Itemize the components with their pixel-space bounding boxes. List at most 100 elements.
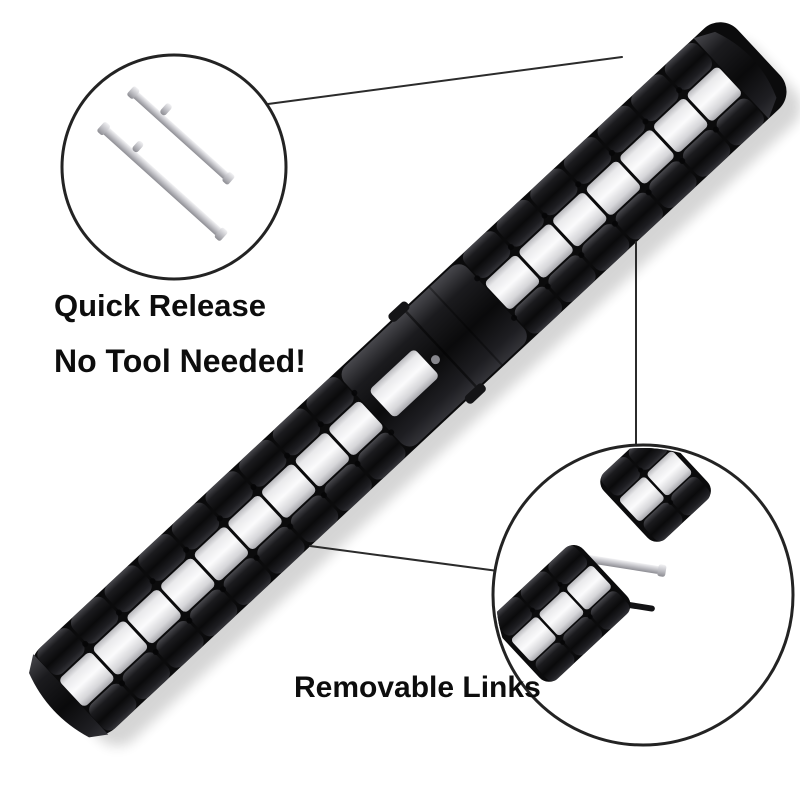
band-link-silver bbox=[567, 565, 611, 610]
link-pin-dot bbox=[575, 181, 582, 188]
spring-bar-long bbox=[102, 127, 223, 236]
link-pin-dot bbox=[317, 421, 324, 428]
quick-release-inset-circle bbox=[60, 53, 288, 281]
band-link-black bbox=[548, 255, 596, 303]
band-link-black bbox=[171, 502, 220, 550]
band-link-black bbox=[530, 168, 578, 216]
band-link-black bbox=[239, 439, 287, 487]
band-end-link bbox=[29, 654, 109, 738]
link-pin-dot bbox=[119, 680, 126, 687]
link-pin-dot bbox=[645, 189, 652, 196]
leader-line-quick-release bbox=[267, 56, 623, 105]
band-link-black bbox=[89, 683, 137, 731]
link-pin-dot bbox=[608, 149, 615, 156]
band-link-black bbox=[628, 448, 668, 470]
clasp-silver-plate bbox=[370, 350, 438, 417]
band-link-black bbox=[615, 192, 663, 240]
link-pin-dot bbox=[642, 118, 649, 125]
link-pin-dot bbox=[638, 467, 643, 473]
removable-links-caption: Removable Links bbox=[294, 671, 541, 704]
band-link-black bbox=[324, 464, 372, 511]
band-link-silver bbox=[161, 558, 215, 612]
link-pin-dot bbox=[284, 452, 291, 459]
band-link-silver bbox=[539, 591, 584, 636]
link-pin-dot bbox=[560, 640, 566, 645]
band-link-black bbox=[122, 652, 170, 700]
link-pin-dot bbox=[149, 578, 156, 585]
link-pin-dot bbox=[679, 157, 686, 164]
band-link-black bbox=[597, 105, 645, 153]
band-link-silver bbox=[519, 224, 573, 278]
band-link-black bbox=[520, 571, 560, 610]
band-link-black bbox=[631, 74, 679, 122]
band-link-black bbox=[290, 495, 339, 543]
clasp-seam bbox=[428, 286, 503, 366]
clasp-seam bbox=[403, 309, 479, 389]
band-link-silver bbox=[485, 255, 540, 309]
watch-band bbox=[29, 22, 800, 747]
band-link-black bbox=[601, 457, 640, 496]
link-pin-dot bbox=[250, 484, 257, 491]
band-link-black bbox=[671, 477, 710, 516]
clasp-side-button bbox=[388, 301, 410, 322]
band-link-black bbox=[682, 129, 731, 177]
link-pin-dot bbox=[287, 523, 294, 530]
band-link-black bbox=[156, 620, 204, 668]
band-link-black bbox=[563, 137, 612, 184]
link-pin-dot bbox=[219, 586, 226, 593]
band-link-black bbox=[514, 286, 562, 334]
band-link-black bbox=[205, 471, 253, 519]
inset-band-segment-lower bbox=[496, 545, 631, 682]
link-pin-dot bbox=[511, 314, 518, 321]
band-link-black bbox=[223, 558, 271, 605]
band-link-black bbox=[272, 408, 320, 456]
band-link-black bbox=[496, 199, 544, 247]
clasp-side-button bbox=[464, 383, 486, 404]
quick-release-caption: Quick Release No Tool Needed! bbox=[54, 290, 306, 377]
band-link-black bbox=[190, 589, 238, 637]
spring-bars-inset bbox=[97, 86, 235, 241]
spring-bars bbox=[97, 86, 235, 241]
band-link-black bbox=[462, 231, 511, 278]
band-link-black bbox=[257, 526, 305, 574]
band-link-black bbox=[582, 224, 630, 271]
link-pin-dot bbox=[216, 515, 223, 522]
band-link-black bbox=[37, 628, 85, 675]
link-pin-dot bbox=[354, 460, 361, 467]
link-pin-dot bbox=[474, 275, 481, 282]
band-link-black bbox=[306, 377, 354, 424]
removable-links-inset-circle bbox=[491, 443, 795, 747]
link-pin-dot bbox=[320, 492, 327, 499]
band-link-silver bbox=[60, 652, 114, 706]
band-link-silver bbox=[619, 477, 664, 521]
link-pin-dot bbox=[152, 649, 159, 656]
band-link-black bbox=[138, 534, 186, 581]
quick-release-caption-line1: Quick Release bbox=[54, 288, 266, 323]
link-pin-dot bbox=[712, 126, 719, 133]
band-link-black bbox=[70, 596, 119, 644]
link-pin-dot bbox=[115, 609, 122, 616]
leader-line-removable-left bbox=[309, 545, 499, 572]
band-link-black bbox=[643, 502, 683, 542]
link-pin-dot bbox=[82, 640, 89, 647]
link-pin-dot bbox=[541, 212, 548, 219]
band-link-black bbox=[590, 591, 630, 630]
removable-links-inset bbox=[496, 448, 711, 682]
spring-bar-short bbox=[132, 91, 230, 180]
link-pin-dot bbox=[578, 252, 585, 259]
link-pin-dot bbox=[253, 554, 260, 561]
band-link-black bbox=[664, 42, 713, 90]
link-pin-dot bbox=[611, 220, 618, 227]
band-link-silver bbox=[586, 161, 641, 215]
link-pin-dot bbox=[676, 87, 683, 94]
band-link-black bbox=[563, 617, 602, 656]
link-pin-dot bbox=[507, 243, 514, 250]
band-link-black bbox=[104, 565, 152, 613]
link-pin-dot bbox=[351, 389, 358, 396]
quick-release-nub bbox=[132, 141, 144, 153]
band-link-black bbox=[358, 432, 406, 480]
band-link-black bbox=[716, 98, 764, 146]
link-pin-dot bbox=[544, 283, 551, 290]
band-end-link bbox=[693, 31, 777, 119]
